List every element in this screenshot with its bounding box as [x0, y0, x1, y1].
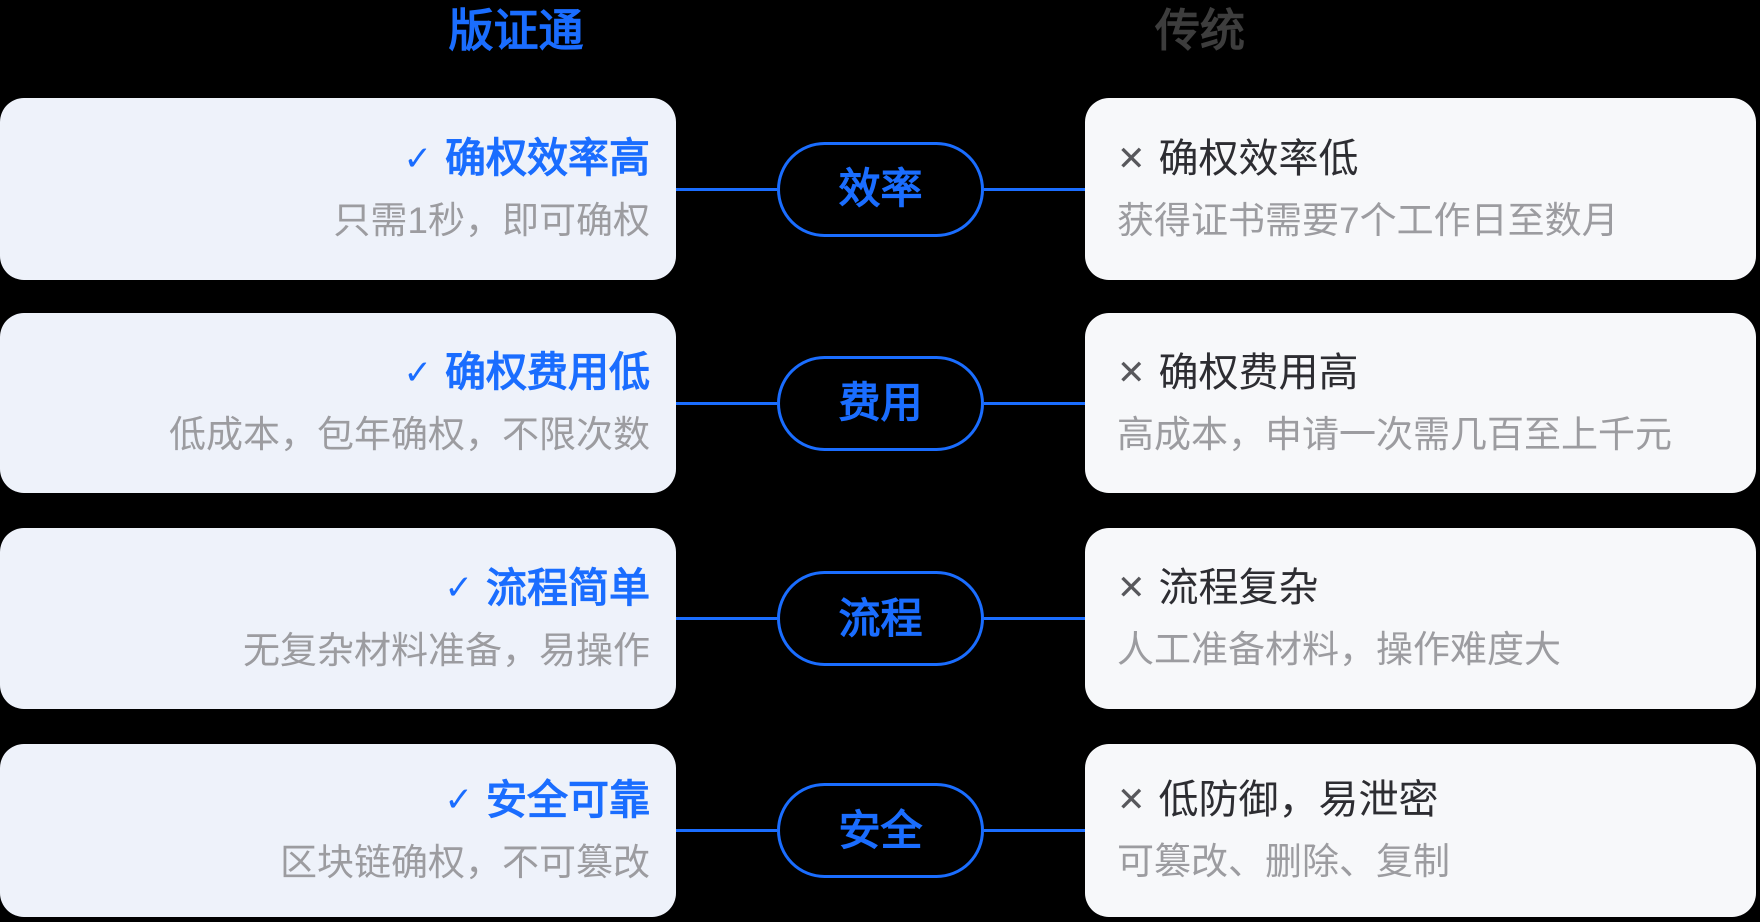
cross-icon: ✕ — [1117, 139, 1146, 178]
right-card-title-line: ✕ 确权费用高 — [1117, 352, 1359, 394]
cross-icon: ✕ — [1117, 569, 1146, 608]
check-icon: ✓ — [403, 139, 433, 178]
connector-line-left — [676, 187, 777, 191]
comparison-row-security: ✓ 安全可靠 区块链确权，不可篡改 安全 ✕ 低防御，易泄密 可篡改、删除、复制 — [0, 744, 1760, 917]
check-icon: ✓ — [403, 353, 433, 392]
right-card-subtitle: 高成本，申请一次需几百至上千元 — [1117, 413, 1672, 455]
right-card: ✕ 确权效率低 获得证书需要7个工作日至数月 — [1085, 98, 1756, 280]
cross-icon: ✕ — [1117, 353, 1146, 392]
left-card-subtitle: 只需1秒，即可确权 — [333, 200, 650, 242]
check-icon: ✓ — [444, 781, 474, 820]
left-card-subtitle: 区块链确权，不可篡改 — [280, 841, 650, 883]
left-card-title: 流程简单 — [486, 564, 650, 611]
connector: 效率 — [676, 98, 1085, 280]
left-card: ✓ 确权效率高 只需1秒，即可确权 — [0, 98, 676, 280]
connector-line-left — [676, 617, 777, 620]
dimension-label: 效率 — [838, 165, 923, 212]
right-card-title: 低防御，易泄密 — [1158, 778, 1439, 823]
left-card: ✓ 确权费用低 低成本，包年确权，不限次数 — [0, 313, 676, 493]
connector-line-right — [984, 829, 1085, 832]
left-card: ✓ 流程简单 无复杂材料准备，易操作 — [0, 528, 676, 709]
cross-icon: ✕ — [1117, 781, 1146, 820]
dimension-pill: 安全 — [777, 783, 984, 878]
connector: 费用 — [676, 313, 1085, 493]
left-card-title-line: ✓ 流程简单 — [444, 564, 651, 611]
dimension-pill: 费用 — [777, 355, 984, 451]
connector-line-right — [984, 187, 1085, 191]
right-card-title: 流程复杂 — [1158, 566, 1319, 611]
right-card-subtitle: 人工准备材料，操作难度大 — [1117, 629, 1561, 671]
connector-line-right — [984, 617, 1085, 620]
connector: 流程 — [676, 528, 1085, 709]
header-right-traditional: 传统 — [1154, 5, 1245, 56]
connector: 安全 — [676, 744, 1085, 917]
check-icon: ✓ — [444, 569, 474, 608]
right-card-title: 确权费用高 — [1158, 350, 1359, 395]
comparison-row-efficiency: ✓ 确权效率高 只需1秒，即可确权 效率 ✕ 确权效率低 获得证书需要7个工作日… — [0, 98, 1760, 280]
dimension-label: 费用 — [838, 379, 923, 426]
connector-line-right — [984, 401, 1085, 405]
right-card-subtitle: 可篡改、删除、复制 — [1117, 841, 1450, 883]
dimension-pill: 流程 — [777, 571, 984, 666]
right-card: ✕ 低防御，易泄密 可篡改、删除、复制 — [1085, 744, 1756, 917]
dimension-label: 安全 — [838, 806, 923, 854]
right-card-subtitle: 获得证书需要7个工作日至数月 — [1117, 199, 1619, 241]
left-card-title: 安全可靠 — [486, 776, 650, 823]
right-card-title-line: ✕ 流程复杂 — [1117, 567, 1319, 609]
right-card-title: 确权效率低 — [1158, 136, 1359, 181]
left-card-title: 确权费用低 — [445, 349, 650, 396]
dimension-label: 流程 — [838, 594, 923, 642]
left-card-subtitle: 低成本，包年确权，不限次数 — [169, 414, 650, 456]
left-card-title-line: ✓ 安全可靠 — [444, 776, 651, 823]
left-card-title: 确权效率高 — [445, 135, 650, 182]
left-card: ✓ 安全可靠 区块链确权，不可篡改 — [0, 744, 676, 917]
left-card-subtitle: 无复杂材料准备，易操作 — [243, 629, 650, 671]
left-card-title-line: ✓ 确权效率高 — [403, 135, 651, 182]
comparison-row-cost: ✓ 确权费用低 低成本，包年确权，不限次数 费用 ✕ 确权费用高 高成本，申请一… — [0, 313, 1760, 493]
dimension-pill: 效率 — [777, 141, 984, 237]
connector-line-left — [676, 401, 777, 405]
right-card: ✕ 流程复杂 人工准备材料，操作难度大 — [1085, 528, 1756, 709]
connector-line-left — [676, 829, 777, 832]
right-card-title-line: ✕ 低防御，易泄密 — [1117, 779, 1439, 821]
left-card-title-line: ✓ 确权费用低 — [403, 349, 651, 396]
right-card: ✕ 确权费用高 高成本，申请一次需几百至上千元 — [1085, 313, 1756, 493]
comparison-row-process: ✓ 流程简单 无复杂材料准备，易操作 流程 ✕ 流程复杂 人工准备材料，操作难度… — [0, 528, 1760, 709]
header-left-product-name: 版证通 — [448, 5, 584, 56]
right-card-title-line: ✕ 确权效率低 — [1117, 138, 1359, 180]
